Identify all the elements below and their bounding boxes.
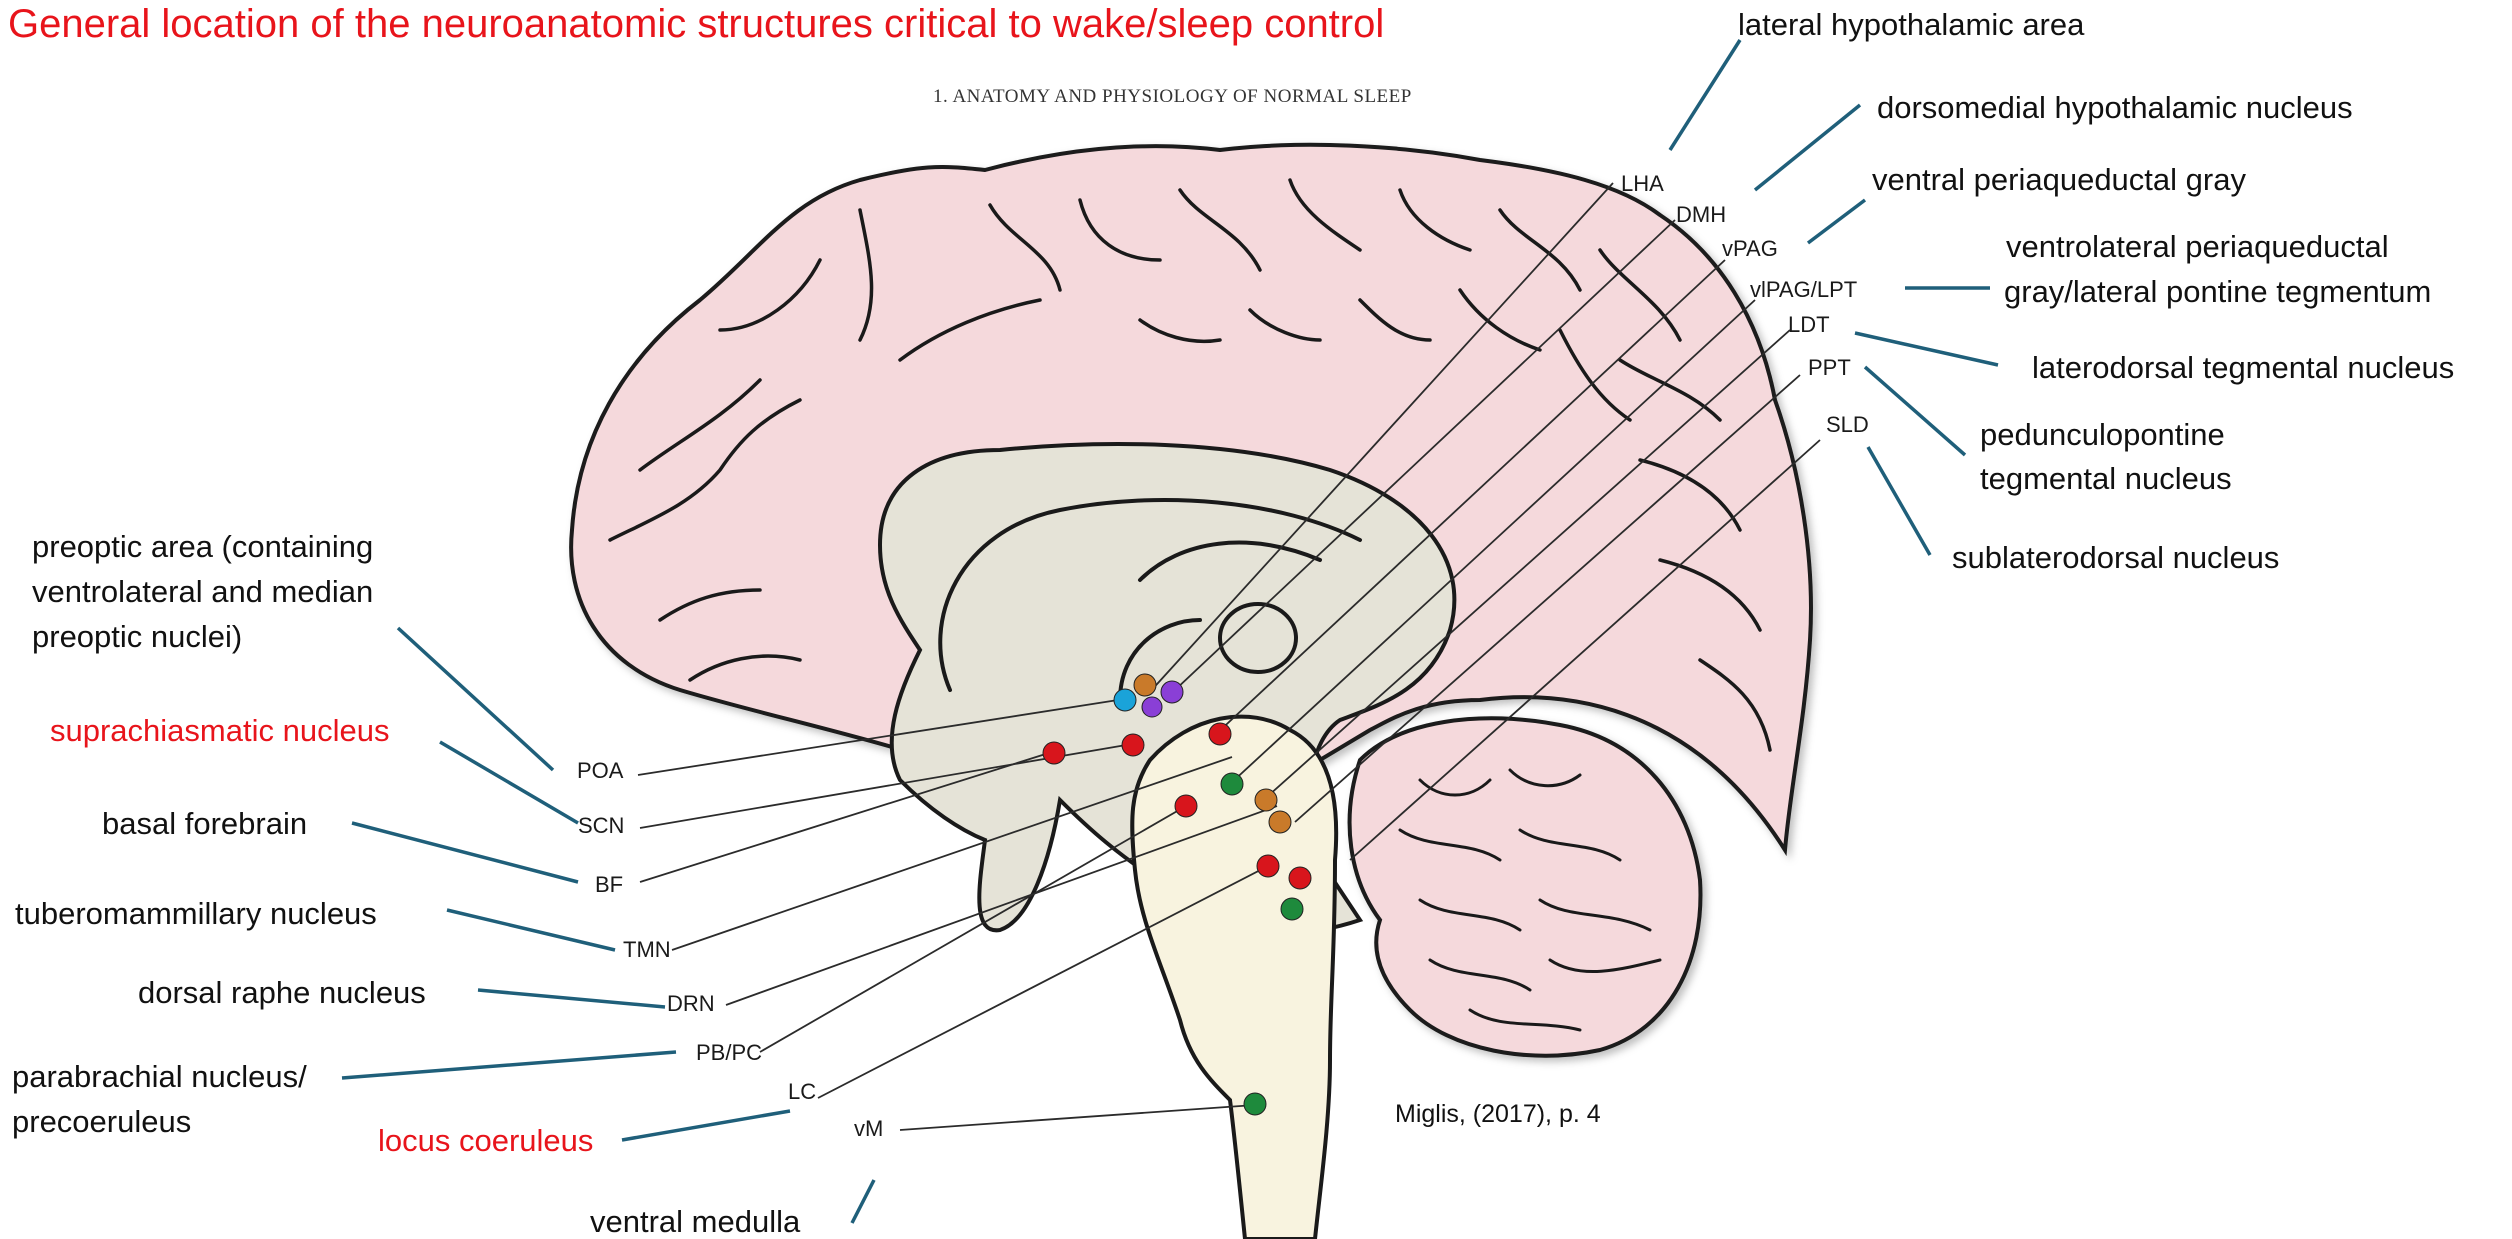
label-ventral-medulla: ventral medulla [590, 1199, 800, 1239]
abbr-ldt: LDT [1788, 312, 1830, 338]
label-laterodorsal: laterodorsal tegmental nucleus [2032, 345, 2454, 390]
dot-sld [1281, 898, 1303, 920]
dot-bf [1043, 742, 1065, 764]
abbr-vlpag-lpt: vlPAG/LPT [1750, 277, 1857, 303]
dot-tmn [1122, 734, 1144, 756]
label-preoptic-line2: ventrolateral and median [32, 569, 373, 614]
dot-ppt [1255, 789, 1277, 811]
dot-lha [1134, 674, 1156, 696]
dot-vpag [1209, 723, 1231, 745]
abbr-vm: vM [854, 1116, 883, 1142]
abbr-sld: SLD [1826, 412, 1869, 438]
label-dorsal-raphe: dorsal raphe nucleus [138, 970, 426, 1015]
label-locus-coeruleus: locus coeruleus [378, 1118, 593, 1163]
label-tuberomammillary: tuberomammillary nucleus [15, 891, 377, 936]
abbr-poa: POA [577, 758, 623, 784]
label-dorsomedial-hypothalamic: dorsomedial hypothalamic nucleus [1877, 85, 2353, 130]
abbr-drn: DRN [667, 991, 715, 1017]
label-pedunculopontine-line2: tegmental nucleus [1980, 456, 2232, 501]
label-lateral-hypothalamic: lateral hypothalamic area [1738, 2, 2084, 47]
dot-poa [1142, 697, 1162, 717]
label-parabrachial-line2: precoeruleus [12, 1099, 191, 1144]
citation: Miglis, (2017), p. 4 [1395, 1100, 1601, 1129]
label-basal-forebrain: basal forebrain [102, 801, 307, 846]
abbr-tmn: TMN [623, 937, 671, 963]
dot-pb [1257, 855, 1279, 877]
dot-vlpag [1269, 811, 1291, 833]
label-suprachiasmatic: suprachiasmatic nucleus [50, 708, 389, 753]
abbr-vpag: vPAG [1722, 236, 1778, 262]
page-title: General location of the neuroanatomic st… [8, 2, 1384, 47]
abbr-dmh: DMH [1676, 202, 1726, 228]
label-vlpag-line2: gray/lateral pontine tegmentum [2004, 269, 2431, 314]
abbr-ppt: PPT [1808, 355, 1851, 381]
label-ventral-periaqueductal: ventral periaqueductal gray [1872, 157, 2246, 202]
label-parabrachial-line1: parabrachial nucleus/ [12, 1054, 307, 1099]
abbr-lha: LHA [1621, 171, 1664, 197]
dot-ldt [1221, 773, 1243, 795]
dot-vm [1244, 1093, 1266, 1115]
label-pedunculopontine-line1: pedunculopontine [1980, 412, 2225, 457]
abbr-pb-pc: PB/PC [696, 1040, 762, 1066]
dot-dmh [1161, 681, 1183, 703]
source-heading: 1. ANATOMY AND PHYSIOLOGY OF NORMAL SLEE… [933, 86, 1412, 108]
abbr-lc: LC [788, 1079, 816, 1105]
dot-scn [1114, 689, 1136, 711]
label-vlpag-line1: ventrolateral periaqueductal [2006, 224, 2389, 269]
dot-lc [1289, 867, 1311, 889]
dot-drn [1175, 795, 1197, 817]
label-sublaterodorsal: sublaterodorsal nucleus [1952, 535, 2279, 580]
label-preoptic-line1: preoptic area (containing [32, 524, 373, 569]
label-preoptic-line3: preoptic nuclei) [32, 614, 242, 659]
abbr-scn: SCN [578, 813, 624, 839]
abbr-bf: BF [595, 872, 623, 898]
cerebellum [1350, 718, 1701, 1055]
